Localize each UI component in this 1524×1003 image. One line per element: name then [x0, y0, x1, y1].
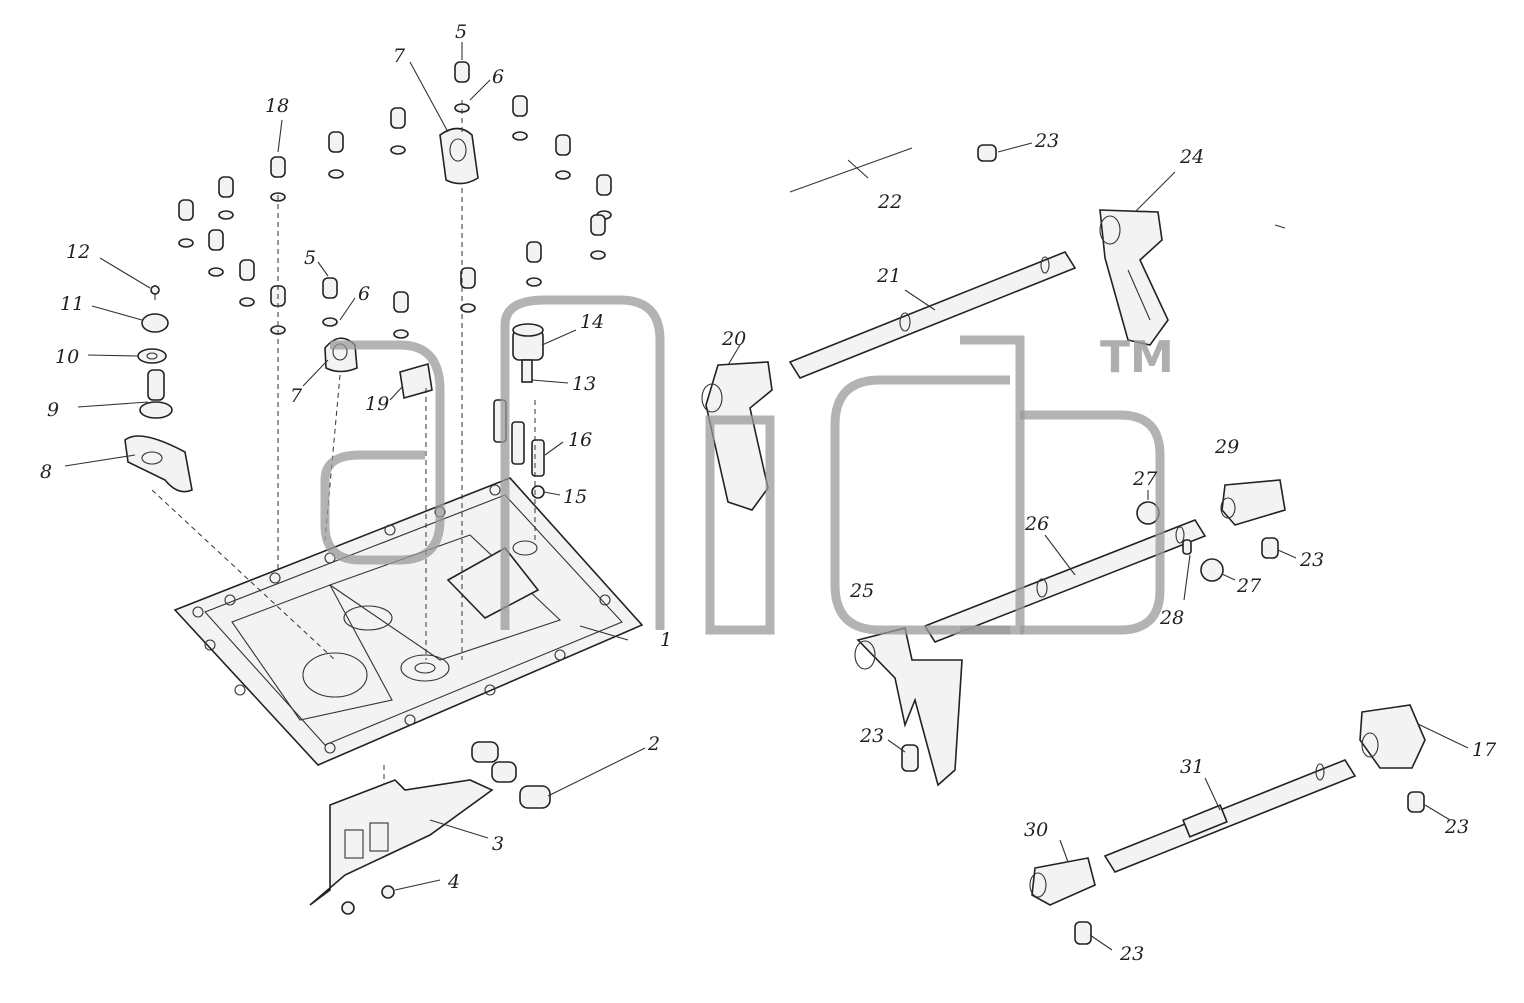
callout-20: 20 [721, 328, 746, 350]
callout-5-lower: 5 [304, 247, 316, 269]
callout-13: 13 [572, 373, 596, 395]
plugs-23 [901, 144, 1425, 945]
callout-23-rail26: 23 [1299, 549, 1324, 571]
shift-block-29 [1220, 479, 1286, 526]
callout-23-top: 23 [1034, 130, 1059, 152]
callout-17: 17 [1472, 739, 1497, 761]
callout-7-top: 7 [393, 45, 406, 67]
callout-16: 16 [568, 429, 592, 451]
callout-5-top: 5 [455, 21, 467, 43]
interlock-pin [399, 362, 433, 400]
lever-assembly [124, 285, 193, 493]
callout-22: 22 [877, 191, 902, 213]
callout-23-block30: 23 [1119, 943, 1144, 965]
callout-15: 15 [563, 486, 587, 508]
cover-plate [173, 477, 644, 766]
callout-10: 10 [55, 346, 79, 368]
callout-29: 29 [1214, 436, 1239, 458]
callout-23-fork25: 23 [859, 725, 884, 747]
interlock-pin-22 [789, 147, 913, 193]
callout-9: 9 [47, 399, 59, 421]
shift-fork-25 [854, 627, 963, 787]
lifting-eye-top [439, 127, 479, 185]
callout-27-top: 27 [1132, 468, 1158, 490]
bracket [309, 779, 494, 915]
callout-24: 24 [1179, 146, 1204, 168]
shift-rail-21 [788, 251, 1077, 379]
callout-27-lower: 27 [1236, 575, 1262, 597]
callout-18: 18 [265, 95, 289, 117]
watermark-logo: TM [320, 295, 1174, 635]
callout-19: 19 [365, 393, 389, 415]
callout-7-lower: 7 [290, 385, 303, 407]
callout-8: 8 [40, 461, 52, 483]
callout-2: 2 [647, 733, 660, 755]
shift-block-30 [1029, 857, 1096, 906]
callout-labels: 1 2 3 4 5 5 6 6 7 7 8 9 10 11 12 13 14 1… [40, 21, 1497, 965]
shift-rail-31 [1103, 759, 1357, 873]
cover-bolts [178, 61, 612, 339]
spring-28 [1182, 539, 1192, 555]
detent-balls-27 [1136, 501, 1224, 582]
callout-3: 3 [492, 833, 504, 855]
shift-block-17 [1359, 704, 1426, 769]
shift-fork-24 [1099, 209, 1169, 346]
callout-25: 25 [849, 580, 874, 602]
callout-21: 21 [876, 265, 901, 287]
callout-11: 11 [60, 293, 84, 315]
pivot-sleeve [471, 741, 551, 809]
callout-28: 28 [1159, 607, 1184, 629]
callout-12: 12 [66, 241, 90, 263]
detent-plug [512, 323, 544, 383]
leader-lines [64, 42, 1469, 951]
callout-4: 4 [447, 871, 460, 893]
callout-30: 30 [1024, 819, 1048, 841]
callout-26: 26 [1024, 513, 1049, 535]
callout-31: 31 [1180, 756, 1204, 778]
callout-6-lower: 6 [358, 283, 370, 305]
callout-14: 14 [580, 311, 604, 333]
watermark-tm: TM [1100, 332, 1174, 383]
shift-rail-26 [923, 519, 1207, 643]
callout-1: 1 [660, 629, 672, 651]
callout-23-block17: 23 [1444, 816, 1469, 838]
callout-6-top: 6 [492, 66, 504, 88]
